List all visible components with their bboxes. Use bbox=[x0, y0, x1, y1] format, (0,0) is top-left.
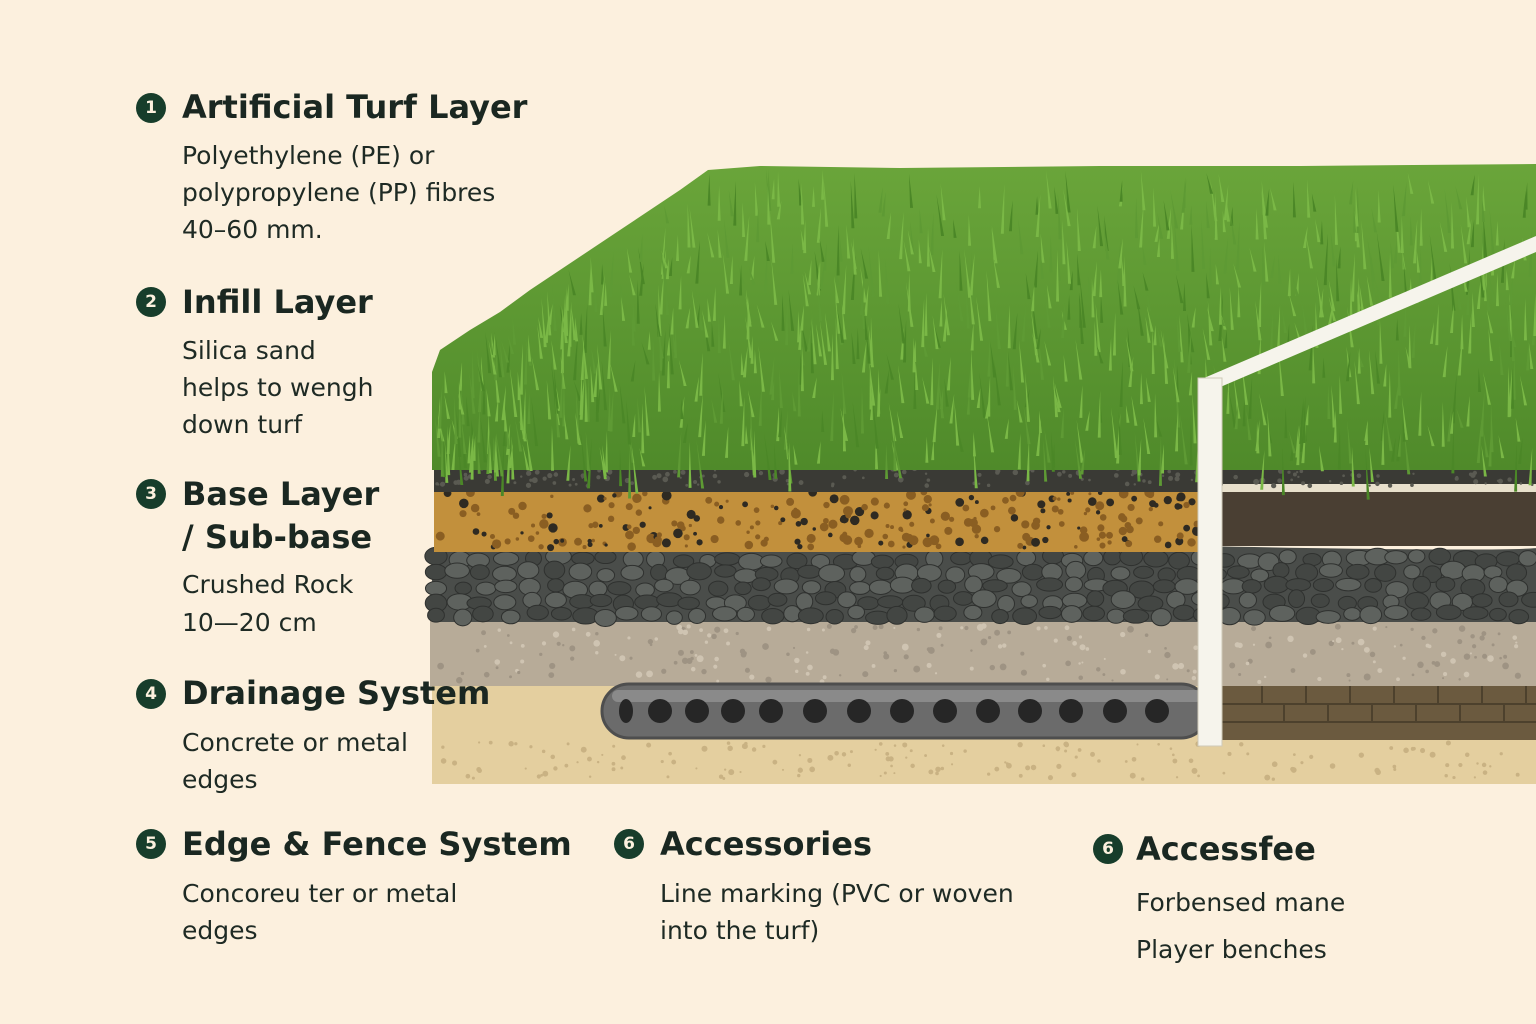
crushed-rock-stones bbox=[424, 546, 1536, 627]
subgrade-layer bbox=[430, 615, 1536, 686]
item-title: Drainage System bbox=[182, 674, 491, 712]
item-title: Accessfee bbox=[1136, 830, 1316, 868]
item-description-line: Player benches bbox=[1136, 935, 1327, 964]
number-badge: 5 bbox=[136, 829, 166, 859]
subgrade-speckles bbox=[437, 623, 1522, 685]
item-description-line: into the turf) bbox=[660, 916, 820, 945]
item-description-line: Silica sand bbox=[182, 336, 316, 365]
item-description-line: Concrete or metal bbox=[182, 728, 408, 757]
item-description-line: edges bbox=[182, 765, 258, 794]
item-description-line: Concoreu ter or metal bbox=[182, 879, 458, 908]
line-marking-post bbox=[1197, 377, 1223, 747]
number-badge: 2 bbox=[136, 287, 166, 317]
number-badge: 6 bbox=[614, 829, 644, 859]
item-description-line: 40–60 mm. bbox=[182, 215, 323, 244]
drainage-pipe-holes bbox=[619, 699, 1169, 723]
number-badge: 6 bbox=[1093, 834, 1123, 864]
item-description-line: polypropylene (PP) fibres bbox=[182, 178, 496, 207]
line-marking-top bbox=[1204, 236, 1536, 388]
item-description-line: 10—20 cm bbox=[182, 608, 317, 637]
item-title: Edge & Fence System bbox=[182, 825, 572, 863]
item-description-line: down turf bbox=[182, 410, 303, 439]
item-description-line: helps to wengh bbox=[182, 373, 374, 402]
number-badge: 3 bbox=[136, 479, 166, 509]
number-badge: 1 bbox=[136, 93, 166, 123]
drainage-pipe-highlight bbox=[612, 690, 1202, 702]
soil-speckles bbox=[440, 740, 1520, 781]
turf-grass bbox=[432, 164, 1536, 470]
item-title: Accessories bbox=[660, 825, 872, 863]
item-description-line: edges bbox=[182, 916, 258, 945]
number-badge: 4 bbox=[136, 679, 166, 709]
item-title: Base Layer bbox=[182, 475, 380, 513]
right-brick-lines bbox=[1222, 686, 1536, 723]
right-infill-block bbox=[1222, 490, 1536, 546]
item-title: / Sub-base bbox=[182, 518, 373, 556]
item-description-line: Crushed Rock bbox=[182, 570, 354, 599]
item-description-line: Line marking (PVC or woven bbox=[660, 879, 1014, 908]
item-description-line: Polyethylene (PE) or bbox=[182, 141, 435, 170]
sand-pebbles bbox=[435, 487, 1202, 552]
item-title: Artificial Turf Layer bbox=[182, 88, 528, 126]
item-description-line: Forbensed mane bbox=[1136, 888, 1346, 917]
right-brick-section bbox=[1222, 686, 1536, 740]
item-title: Infill Layer bbox=[182, 283, 373, 321]
grass-blades bbox=[434, 168, 1536, 500]
